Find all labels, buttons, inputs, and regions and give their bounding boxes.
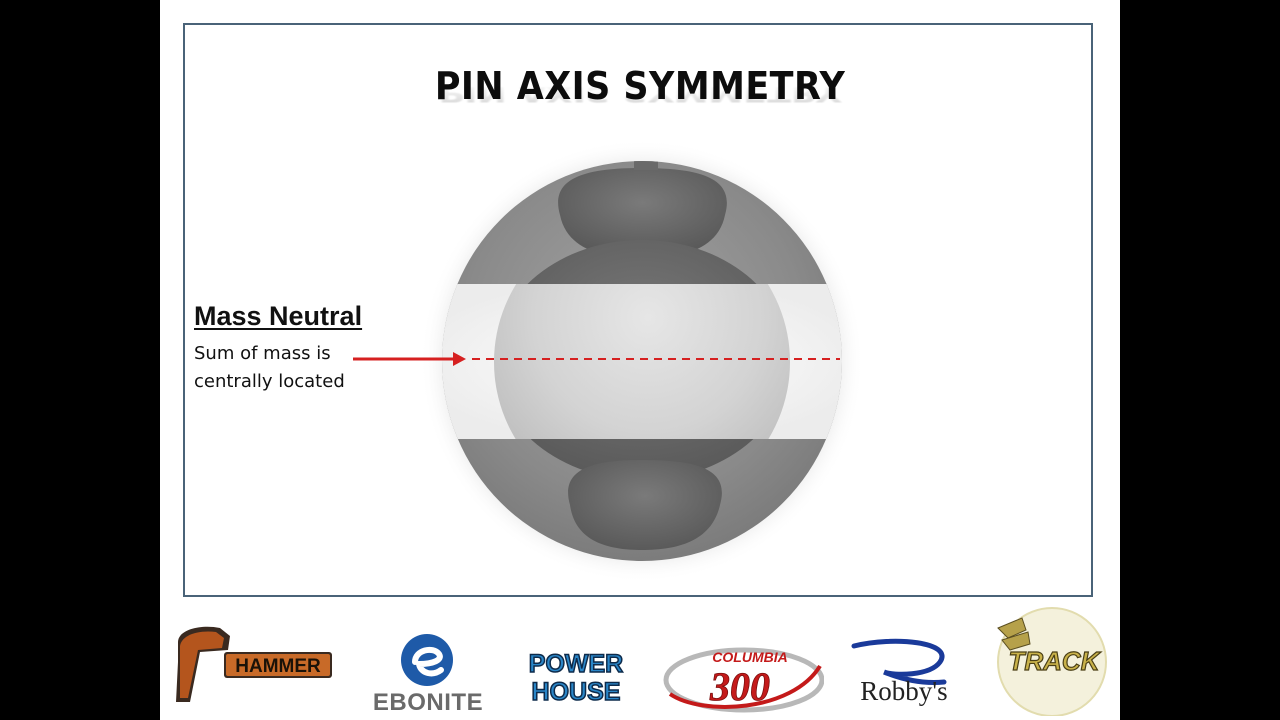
columbia300-logo: COLUMBIA 300 [663, 647, 824, 713]
core-bottom-lobe [568, 460, 722, 550]
track-wings-icon [997, 617, 1031, 651]
ebonite-logo: EBONITE [373, 634, 483, 714]
track-wordmark: TRACK [1009, 646, 1102, 676]
pin-marker [634, 161, 658, 170]
slide-title: PIN AXIS SYMMETRY [434, 64, 846, 108]
callout-heading: Mass Neutral [194, 301, 363, 331]
core-inner-sphere [494, 284, 790, 439]
bowling-ball-diagram [353, 139, 864, 583]
slide-title-reflection: PIN AXIS SYMMETRY [438, 81, 842, 106]
pointer-arrow-head [453, 352, 466, 366]
powerhouse-bottom-wordmark: HOUSE [532, 678, 621, 706]
slide: PIN AXIS SYMMETRY PIN AXIS SYMMETRY Mass… [160, 0, 1120, 720]
columbia-wordmark: COLUMBIA [712, 649, 787, 665]
brand-logo-strip: HAMMER EBONITE POWER HOUSE COLUMBIA 300 [160, 600, 1120, 720]
title-wrap: PIN AXIS SYMMETRY PIN AXIS SYMMETRY [160, 64, 1120, 108]
powerhouse-top-wordmark: POWER [529, 650, 623, 678]
columbia-number: 300 [709, 664, 770, 709]
hammer-logo: HAMMER [176, 626, 332, 702]
robbys-logo: Robby's [851, 638, 948, 706]
track-logo: TRACK [997, 607, 1107, 716]
hammer-icon [176, 626, 230, 702]
callout-description: Sum of mass is centrally located [194, 343, 345, 392]
hammer-wordmark: HAMMER [235, 656, 321, 677]
robbys-wordmark: Robby's [860, 676, 947, 706]
powerhouse-logo: POWER HOUSE [510, 648, 642, 706]
core-top-lobe [558, 168, 727, 255]
ebonite-wordmark: EBONITE [373, 689, 483, 714]
ebonite-e-icon [401, 634, 453, 686]
